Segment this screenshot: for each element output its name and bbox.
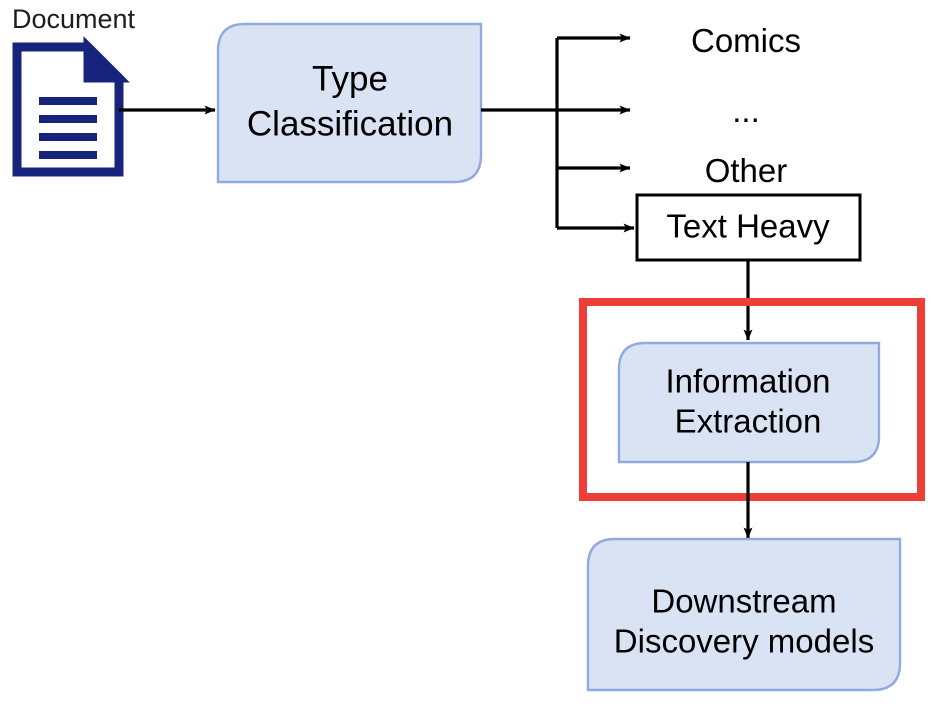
document-caption: Document bbox=[12, 4, 136, 34]
text-heavy-label: Text Heavy bbox=[666, 208, 830, 245]
type-classification-label-line1: Type bbox=[312, 59, 388, 98]
branch-label-other: Other bbox=[705, 152, 788, 189]
highlight-box bbox=[579, 298, 925, 501]
branch-connectors bbox=[481, 33, 635, 233]
information-extraction-label-line1: Information bbox=[665, 363, 830, 400]
node-type-classification[interactable] bbox=[216, 22, 483, 184]
type-classification-label-line2: Classification bbox=[247, 104, 453, 143]
node-downstream-discovery-models[interactable] bbox=[586, 537, 902, 692]
node-information-extraction[interactable] bbox=[617, 341, 881, 464]
downstream-label-line1: Downstream bbox=[651, 583, 836, 620]
downstream-label-line2: Discovery models bbox=[614, 623, 874, 660]
document-icon bbox=[12, 36, 130, 177]
information-extraction-label-line2: Extraction bbox=[675, 403, 822, 440]
branch-label-ellipsis: ... bbox=[732, 92, 760, 129]
branch-label-comics: Comics bbox=[691, 22, 801, 59]
